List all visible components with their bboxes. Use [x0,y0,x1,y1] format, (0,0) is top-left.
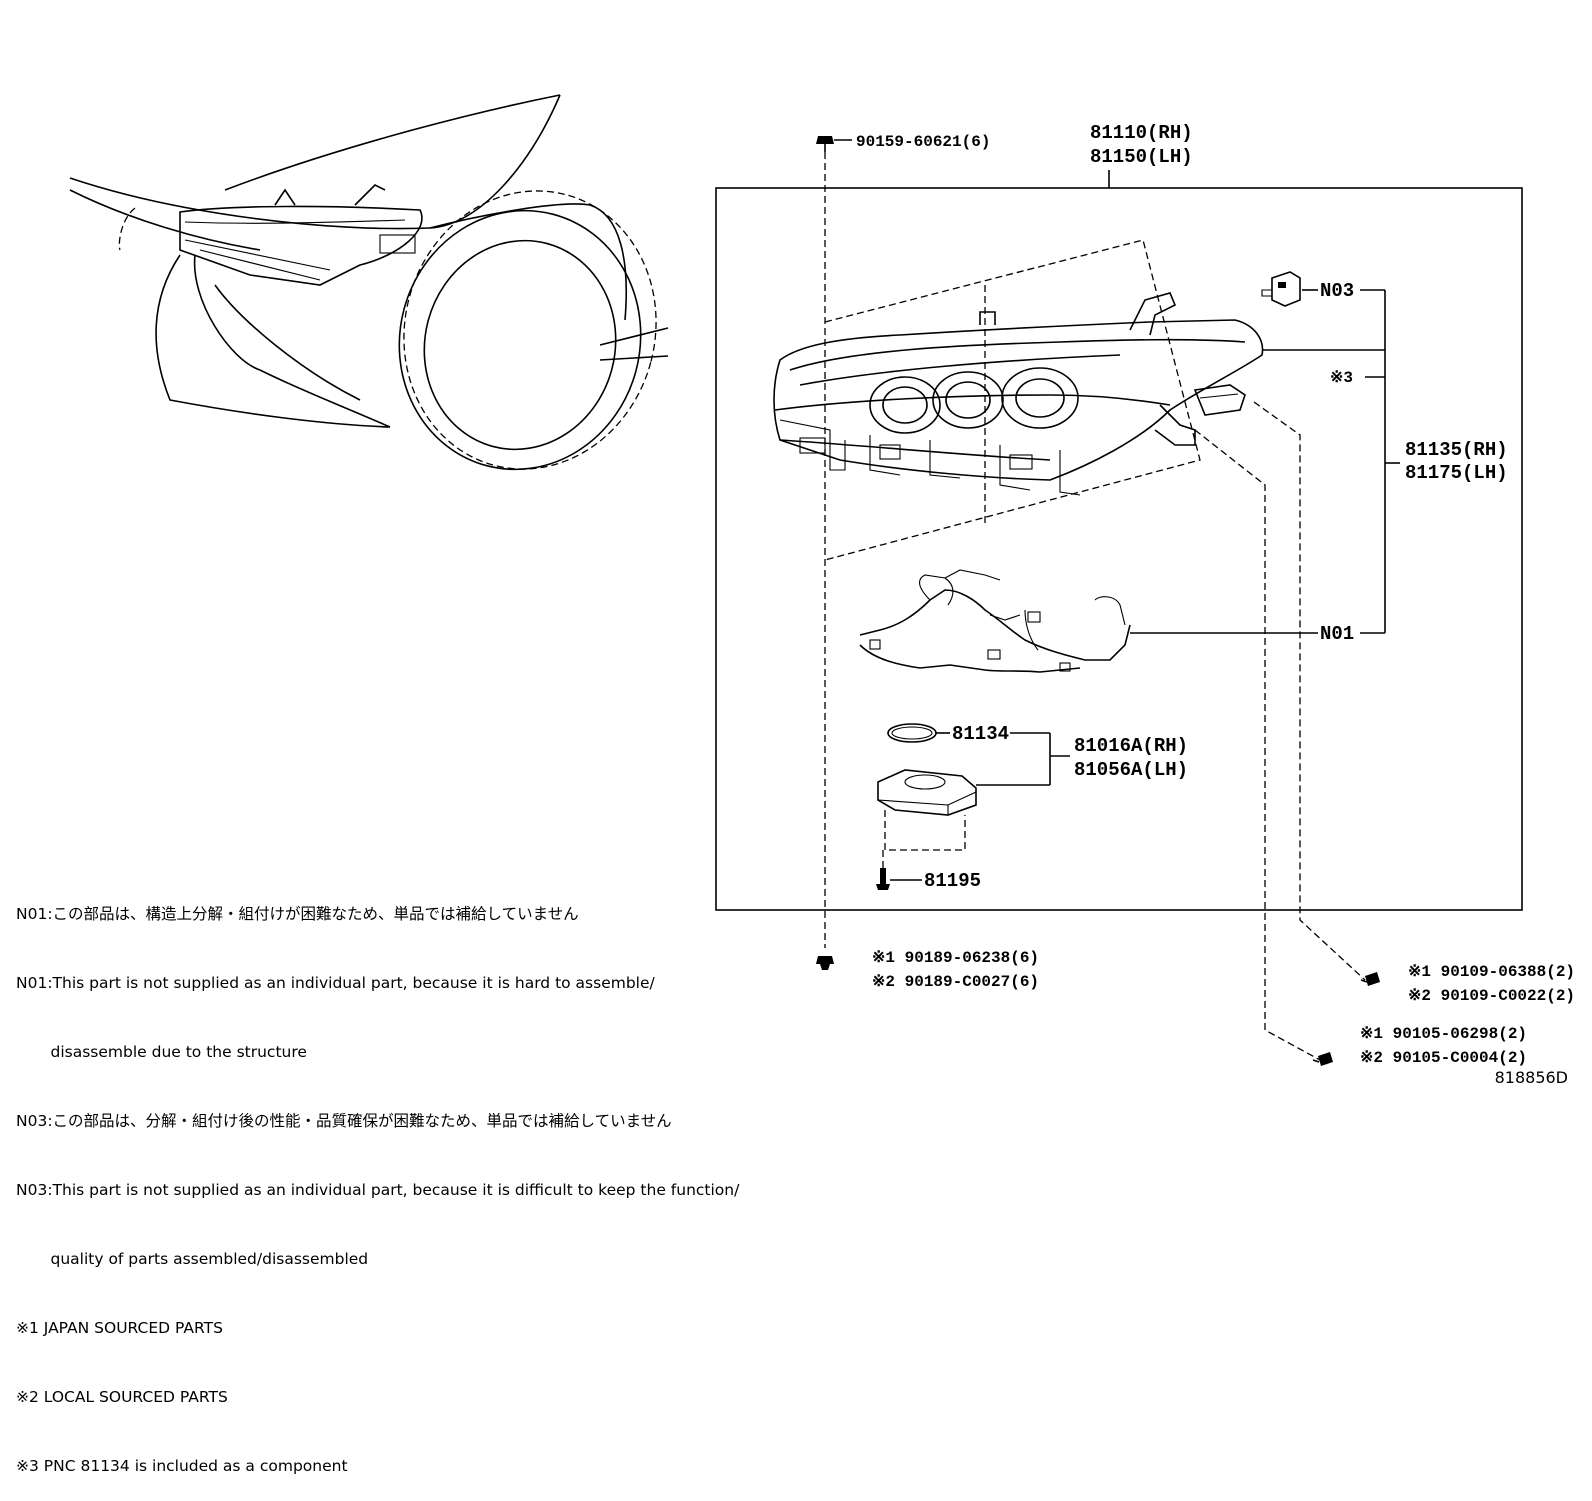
parts-diagram: 81110(RH) 81150(LH) 90159-60621(6) [69,94,1575,1067]
notes-block: N01:この部品は、構造上分解・組付けが困難なため、単品では補給していません N… [16,857,739,1501]
note-line: ※2 LOCAL SOURCED PARTS [16,1388,228,1406]
label-note3-mark: ※3 [1330,369,1353,387]
label-gasket: 81134 [952,723,1009,745]
label-screw-c1: ※1 90105-06298(2) [1360,1025,1527,1043]
vehicle-front-illustration [69,94,669,471]
note-line: N03:This part is not supplied as an indi… [16,1181,740,1199]
assembly-frame [715,187,1523,911]
label-unit-rh: 81135(RH) [1405,439,1508,461]
headlamp-computer-icon [877,769,977,816]
note-line: N01:This part is not supplied as an indi… [16,974,655,992]
note-line: ※3 PNC 81134 is included as a component [16,1457,348,1475]
label-headlamp-rh: 81110(RH) [1090,122,1193,144]
bolt-top-icon [816,136,834,152]
label-screw-c2: ※2 90105-C0004(2) [1360,1049,1527,1067]
wire-harness-n01 [859,569,1131,673]
nut-a-icon [816,956,834,970]
note-line: disassemble due to the structure [16,1043,307,1061]
note-line: N01:この部品は、構造上分解・組付けが困難なため、単品では補給していません [16,905,579,923]
note-line: quality of parts assembled/disassembled [16,1250,369,1268]
label-computer-rh: 81016A(RH) [1074,735,1188,757]
note-line: ※1 JAPAN SOURCED PARTS [16,1319,223,1337]
screw-c-icon [1312,1052,1333,1066]
label-nut-a2: ※2 90189-C0027(6) [872,973,1039,991]
label-n03: N03 [1320,280,1354,302]
label-computer-lh: 81056A(LH) [1074,759,1188,781]
label-nut-a1: ※1 90189-06238(6) [872,949,1039,967]
note-line: N03:この部品は、分解・組付け後の性能・品質確保が困難なため、単品では補給して… [16,1112,672,1130]
n03-connector-icon [1261,271,1301,307]
diagram-reference-number: 818856D [1494,1068,1568,1087]
label-screw-b2: ※2 90109-C0022(2) [1408,987,1575,1005]
screw-81195-icon [876,868,890,890]
label-screw-b1: ※1 90109-06388(2) [1408,963,1575,981]
label-n01: N01 [1320,623,1354,645]
label-unit-lh: 81175(LH) [1405,462,1508,484]
label-bolt-top: 90159-60621(6) [856,133,990,151]
headlamp-assembly [773,239,1264,561]
screw-b-icon [1360,972,1380,986]
label-headlamp-lh: 81150(LH) [1090,146,1193,168]
label-screw: 81195 [924,870,981,892]
